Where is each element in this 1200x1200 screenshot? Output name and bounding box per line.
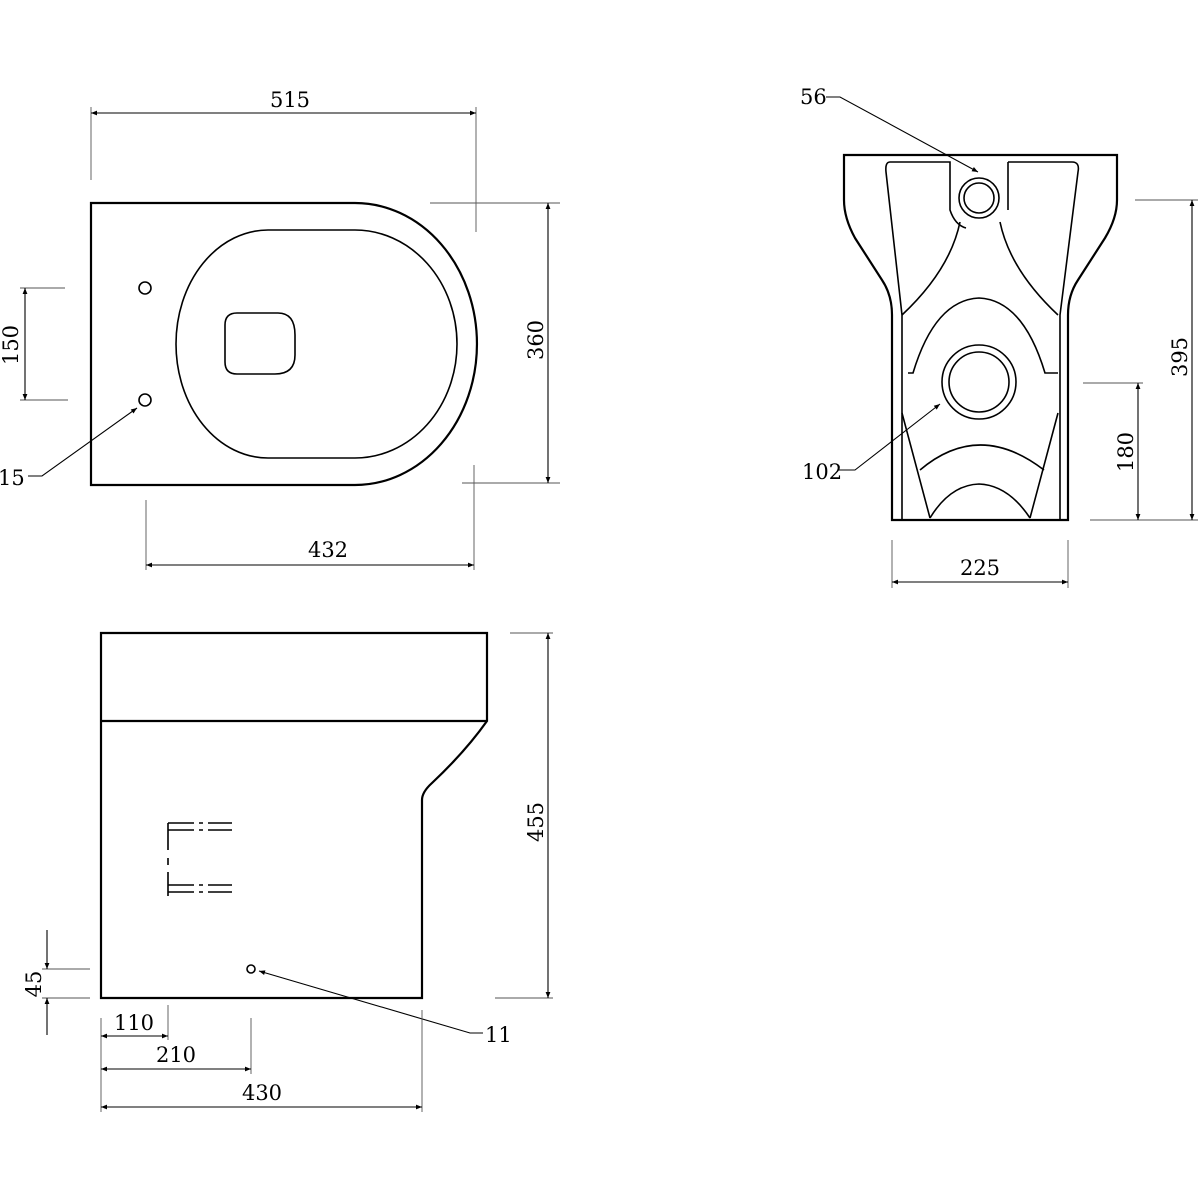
dim-label-455: 455 bbox=[524, 802, 548, 842]
pan-outline bbox=[89, 201, 479, 487]
fixing-hole bbox=[246, 964, 256, 974]
bowl-outlet bbox=[224, 312, 296, 375]
outlet-inner bbox=[948, 351, 1010, 413]
side-outline bbox=[99, 631, 489, 1000]
hidden-bracket bbox=[167, 822, 232, 896]
dim-label-432: 432 bbox=[308, 538, 348, 562]
callout-102: 102 bbox=[802, 460, 842, 484]
inlet-inner bbox=[963, 182, 995, 214]
leader-line bbox=[826, 96, 979, 173]
outlet-outer bbox=[941, 344, 1017, 420]
fixing-hole bbox=[138, 393, 152, 407]
dim-label-395: 395 bbox=[1168, 337, 1192, 377]
dim-label-45: 45 bbox=[22, 971, 46, 998]
side-view: 11 455 45 110 210 430 bbox=[22, 631, 553, 1112]
dim-label-430: 430 bbox=[242, 1081, 282, 1105]
dim-label-515: 515 bbox=[270, 88, 310, 112]
rear-view: 56 102 395 180 225 bbox=[800, 85, 1198, 588]
callout-56: 56 bbox=[800, 85, 827, 109]
dim-label-210: 210 bbox=[156, 1043, 196, 1067]
dim-label-180: 180 bbox=[1114, 432, 1138, 472]
dim-label-110: 110 bbox=[114, 1011, 154, 1035]
leader-line bbox=[28, 407, 138, 477]
fixing-hole bbox=[138, 281, 152, 295]
leader-line bbox=[258, 970, 483, 1034]
top-view: 515 360 150 432 15 bbox=[0, 88, 560, 570]
callout-15: 15 bbox=[0, 466, 25, 490]
dim-label-150: 150 bbox=[0, 325, 23, 365]
dim-label-360: 360 bbox=[524, 320, 548, 360]
dim-label-225: 225 bbox=[960, 556, 1000, 580]
rear-outline bbox=[842, 153, 1119, 522]
callout-11: 11 bbox=[485, 1023, 512, 1047]
bowl-rim bbox=[175, 229, 458, 459]
leader-line bbox=[838, 403, 941, 471]
inlet-outer bbox=[958, 177, 1000, 219]
